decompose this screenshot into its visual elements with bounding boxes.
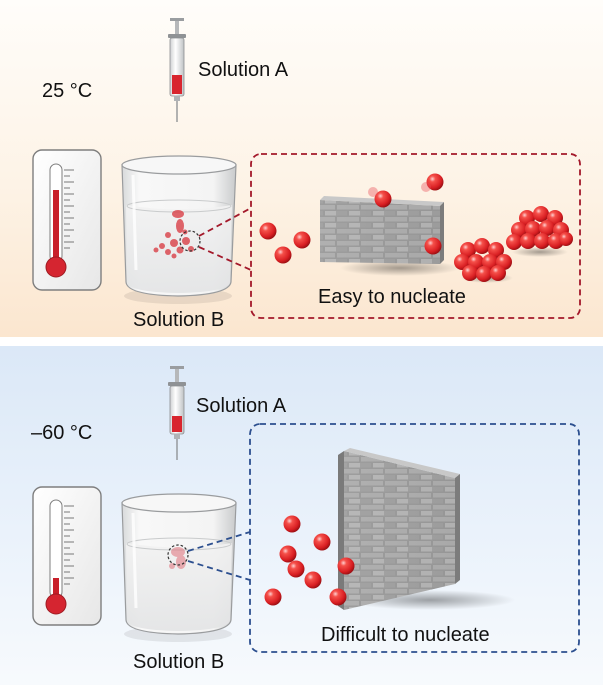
beaker-icon [121,155,237,304]
temperature-label: –60 °C [31,422,93,444]
large-nucleus-cluster [506,206,573,257]
solution-b-label: Solution B [133,309,225,331]
small-nucleus-cluster [454,238,513,283]
callout-connector [187,531,251,581]
syringe-icon [168,18,186,122]
beaker-icon [121,493,237,642]
syringe-icon [168,366,186,460]
nucleation-wall [320,196,460,276]
solution-a-label: Solution A [196,395,287,417]
temperature-label: 25 °C [42,80,93,102]
free-particles [264,515,355,606]
solution-a-label: Solution A [198,59,289,81]
thermometer-icon [32,149,102,291]
thermometer-icon [32,486,102,626]
easy-nucleation-callout [250,153,581,319]
difficult-nucleation-callout [249,423,580,653]
nucleation-caption: Difficult to nucleate [321,624,490,646]
free-particles [259,173,444,264]
nucleation-wall [338,448,515,610]
solution-b-label: Solution B [133,651,225,673]
nucleation-caption: Easy to nucleate [318,286,466,308]
